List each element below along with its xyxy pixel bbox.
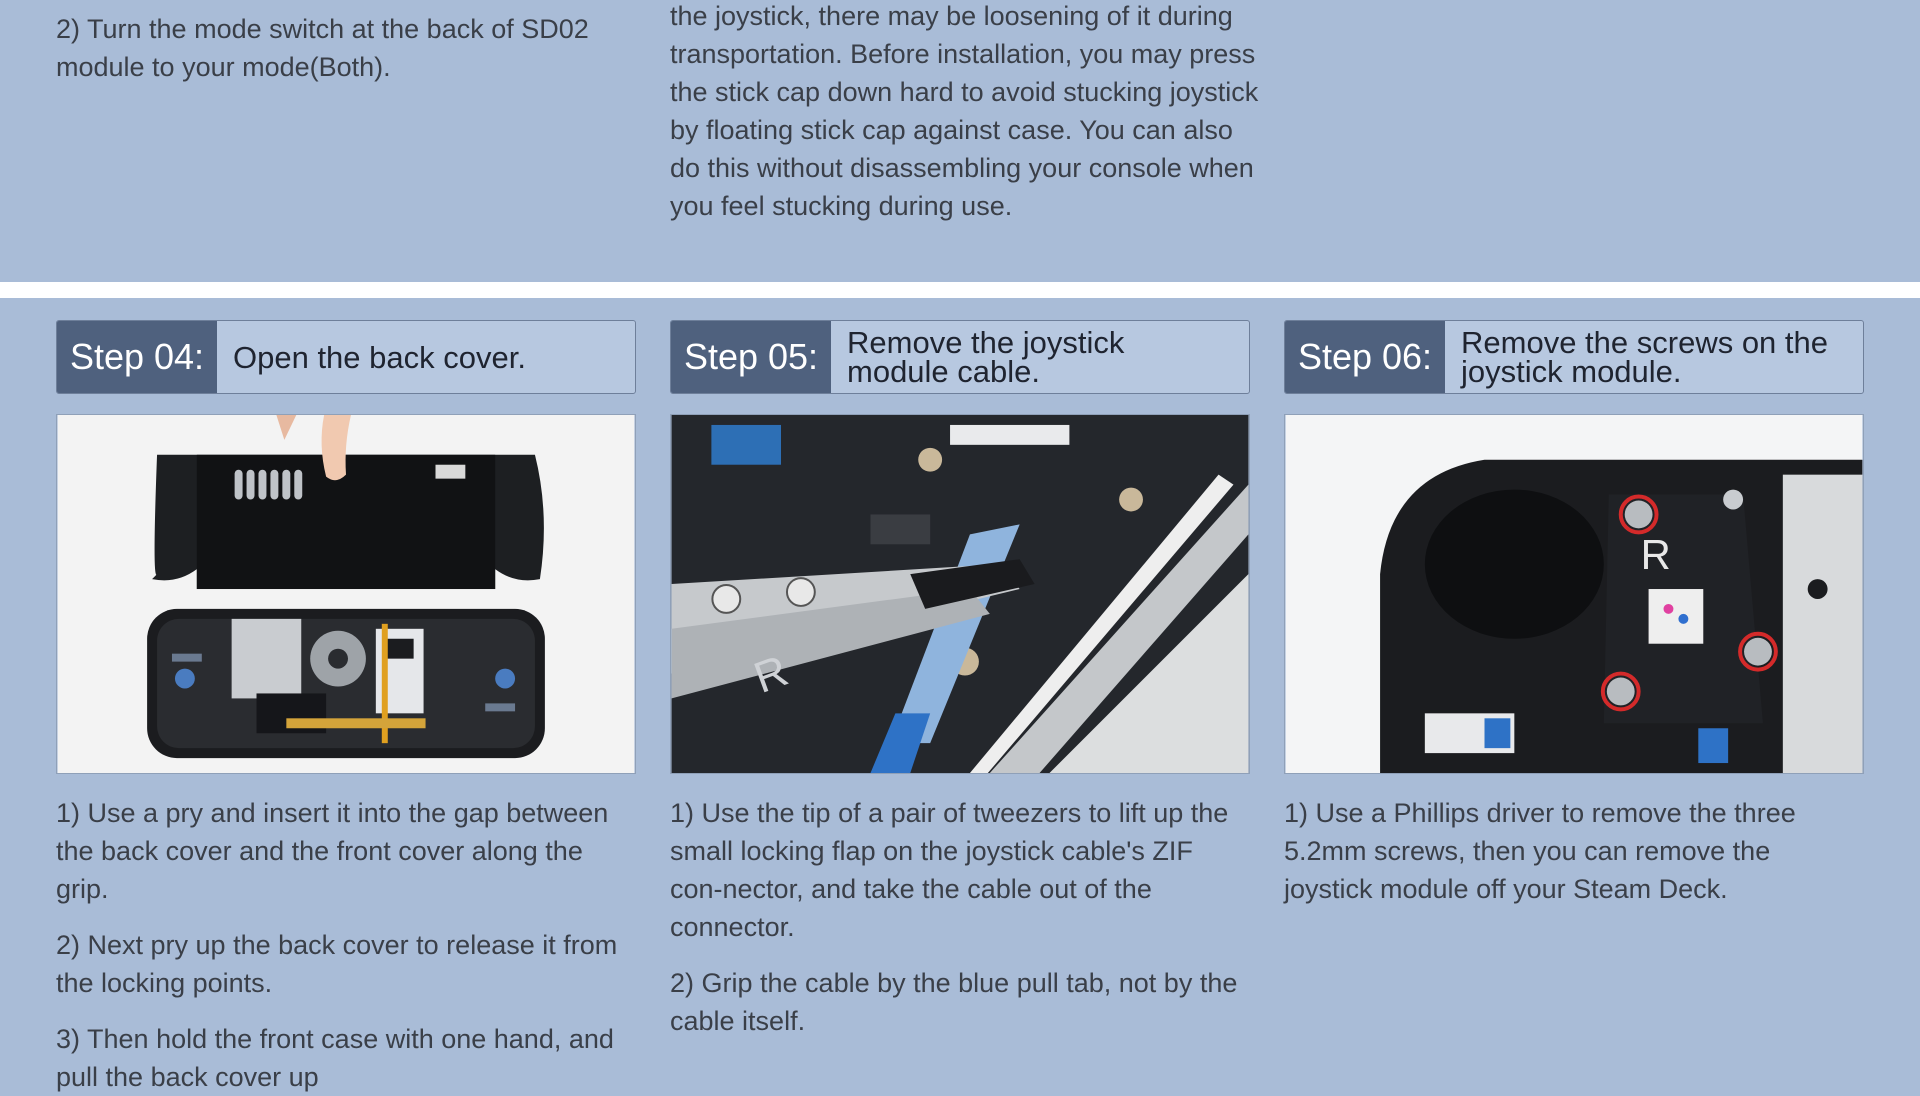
step-06-photo: R — [1284, 414, 1864, 774]
opened-console-illustration — [57, 415, 635, 773]
step-06-header: Step 06: Remove the screws on the joysti… — [1284, 320, 1864, 394]
step-06-column: Step 06: Remove the screws on the joysti… — [1284, 320, 1864, 908]
top-section: 2) Turn the mode switch at the back of S… — [0, 0, 1920, 282]
step-05-label: Step 05: — [671, 321, 831, 393]
step-05-paragraph: 1) Use the tip of a pair of tweezers to … — [670, 798, 1229, 942]
step-04-paragraph: 1) Use a pry and insert it into the gap … — [56, 798, 609, 904]
step-04-paragraph: 2) Next pry up the back cover to release… — [56, 930, 618, 998]
joystick-module-illustration: R — [1285, 415, 1863, 773]
step-04-column: Step 04: Open the back cover. — [56, 320, 636, 1096]
zif-connector-illustration: R — [671, 415, 1249, 773]
step-05-column: Step 05: Remove the joystick module cabl… — [670, 320, 1250, 1040]
module-r-mark: R — [1641, 531, 1671, 578]
step-06-text: 1) Use a Phillips driver to remove the t… — [1284, 794, 1864, 908]
step-05-header: Step 05: Remove the joystick module cabl… — [670, 320, 1250, 394]
step-06-label: Step 06: — [1285, 321, 1445, 393]
step-04-title: Open the back cover. — [233, 339, 526, 375]
step-04-text: 1) Use a pry and insert it into the gap … — [56, 794, 636, 1096]
step-05-photo: R — [670, 414, 1250, 774]
top-left-text: 2) Turn the mode switch at the back of S… — [56, 14, 589, 82]
step-06-title: Remove the screws on the joystick module… — [1461, 325, 1829, 389]
step-04-photo — [56, 414, 636, 774]
top-right-text: the joystick, there may be loosening of … — [670, 1, 1259, 221]
step-05-paragraph: 2) Grip the cable by the blue pull tab, … — [670, 968, 1238, 1036]
step-06-paragraph: 1) Use a Phillips driver to remove the t… — [1284, 798, 1796, 904]
step-04-header: Step 04: Open the back cover. — [56, 320, 636, 394]
section-divider — [0, 282, 1920, 298]
step-05-title: Remove the joystick module cable. — [847, 325, 1125, 389]
step-04-paragraph: 3) Then hold the front case with one han… — [56, 1024, 614, 1092]
step-05-text: 1) Use the tip of a pair of tweezers to … — [670, 794, 1250, 1040]
step-04-label: Step 04: — [57, 321, 217, 393]
